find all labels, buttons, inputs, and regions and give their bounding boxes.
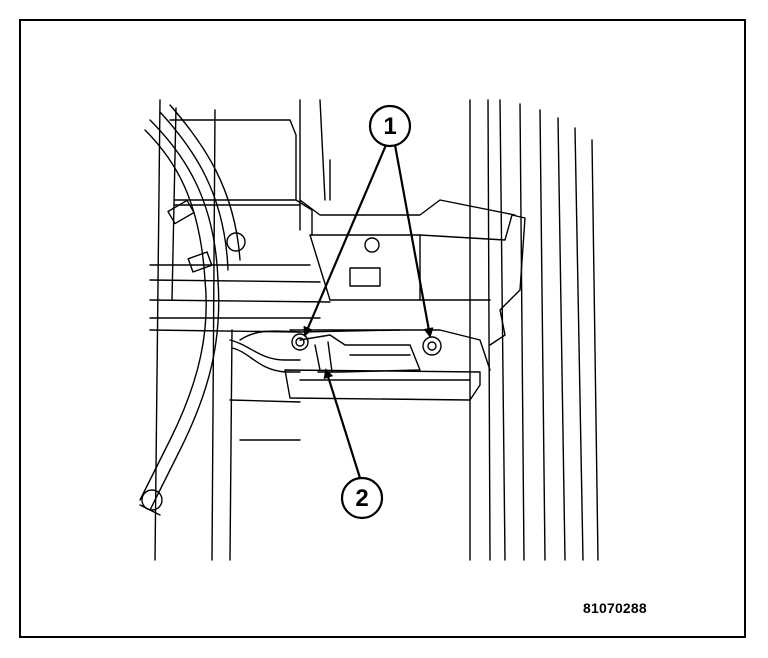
callout-1-leaders <box>303 144 434 338</box>
callout-2: 2 <box>340 476 384 520</box>
callout-1-label: 1 <box>383 113 396 140</box>
mechanical-drawing <box>139 99 599 561</box>
reference-number: 81070288 <box>583 600 647 616</box>
callout-2-leader <box>323 368 362 479</box>
callout-1: 1 <box>368 104 412 148</box>
callout-2-label: 2 <box>355 485 368 512</box>
